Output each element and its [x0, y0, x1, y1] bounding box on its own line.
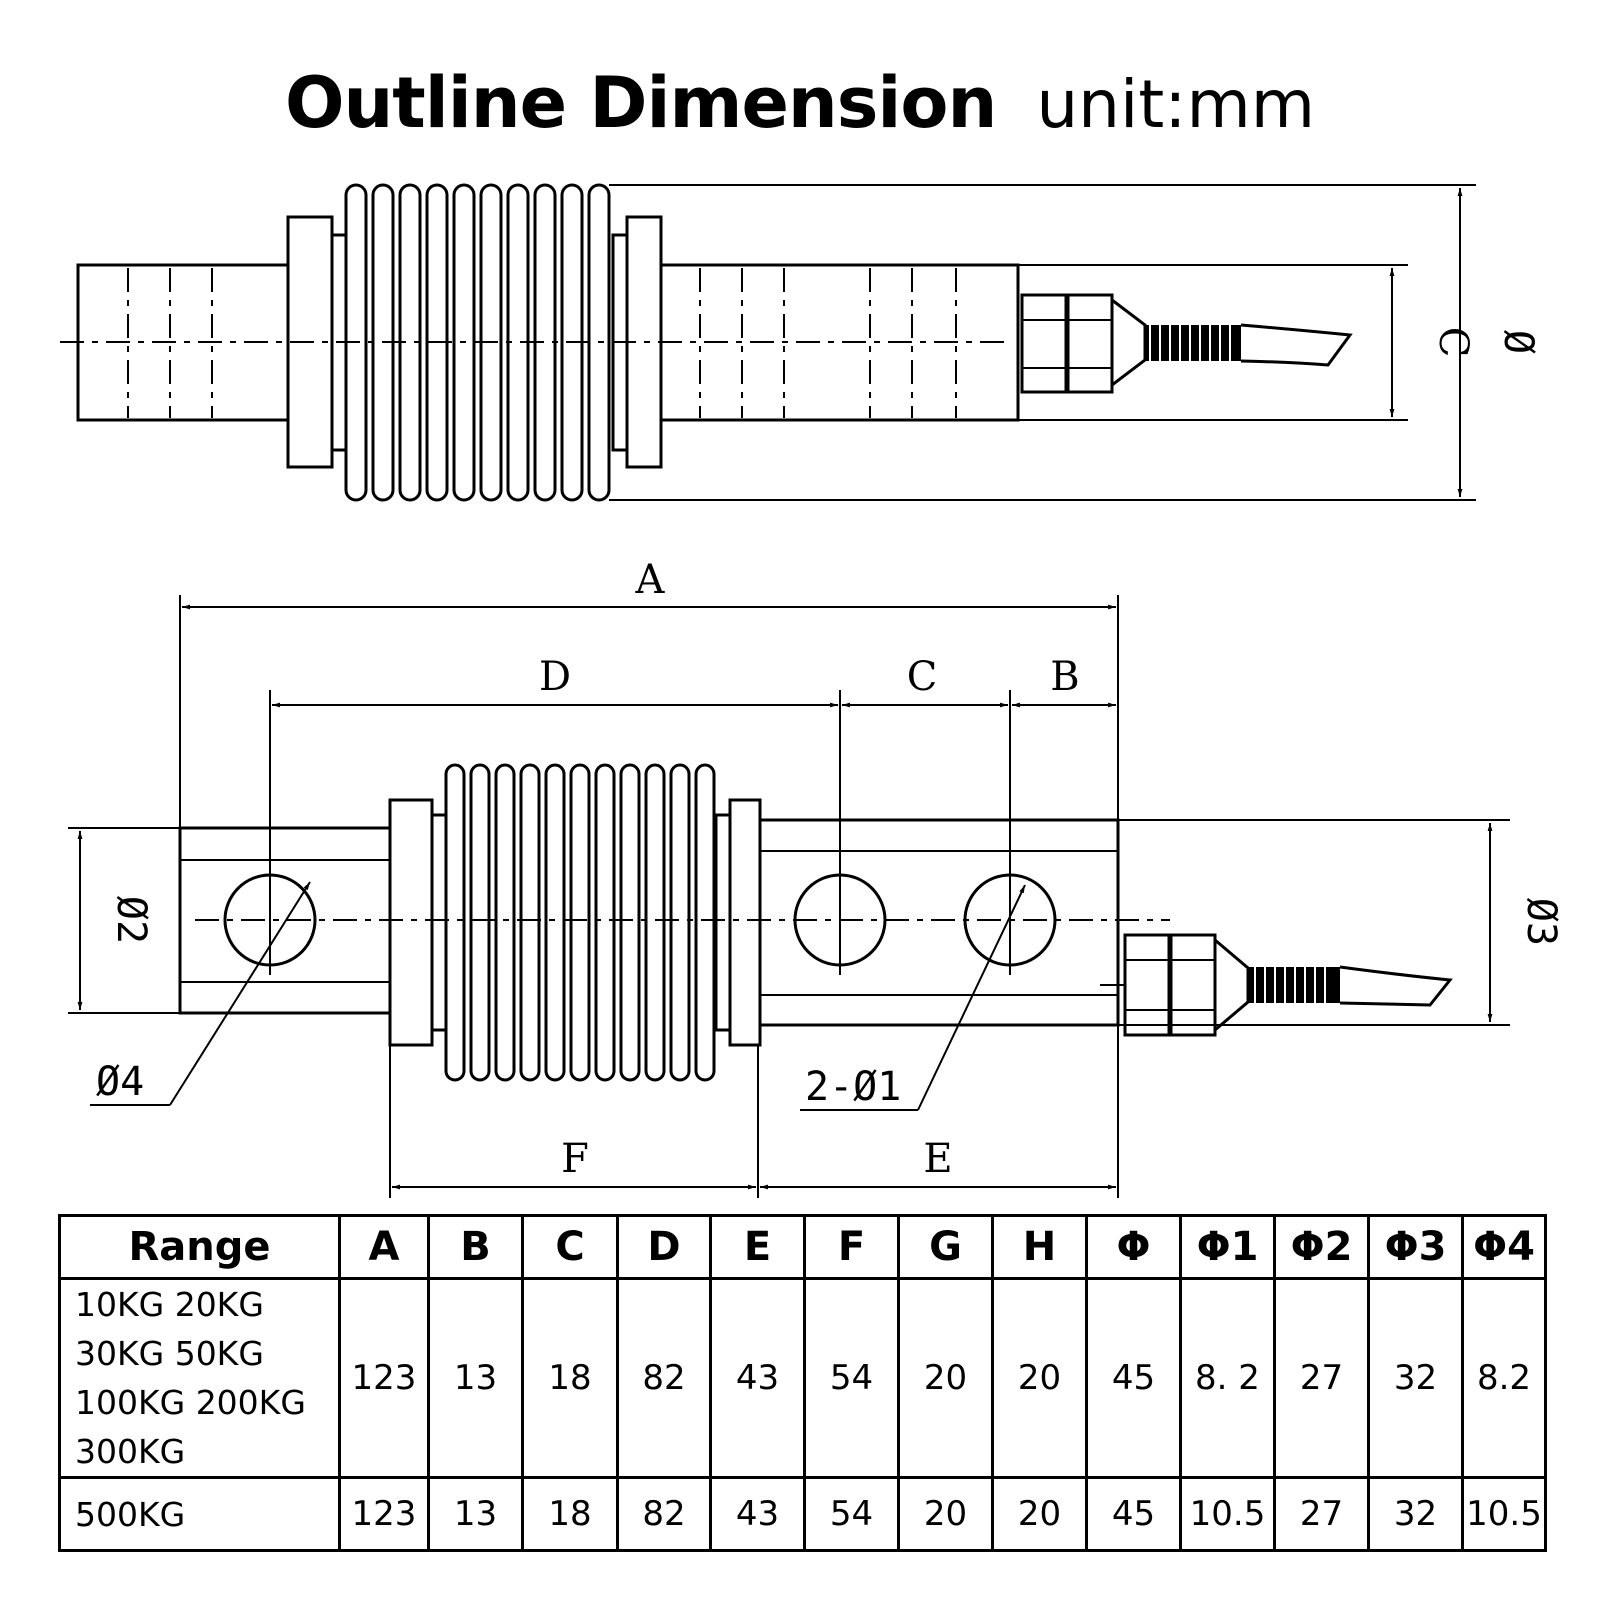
value-cell: 82: [616, 1476, 712, 1552]
range-line: 10KG 20KG: [75, 1285, 264, 1324]
table-row: 10KG 20KG 30KG 50KG 100KG 200KG 300KG 12…: [58, 1277, 1547, 1479]
range-cell: 500KG: [58, 1476, 341, 1552]
front-right-flange: [728, 798, 762, 1047]
value-cell: 20: [897, 1476, 994, 1552]
front-dim-b-label: B: [1050, 654, 1079, 700]
header-phi2: Φ2: [1273, 1214, 1370, 1280]
side-dim-c-label: C: [1430, 327, 1476, 358]
value-cell: 32: [1367, 1277, 1464, 1479]
value-cell: 123: [338, 1277, 430, 1479]
title-unit: unit:mm: [1036, 66, 1316, 143]
header-a: A: [338, 1214, 430, 1280]
front-view: A D C B F E Ø2 Ø3 Ø4 2-Ø1: [68, 557, 1564, 1198]
header-range: Range: [58, 1214, 341, 1280]
header-phi1: Φ1: [1179, 1214, 1276, 1280]
value-cell: 27: [1273, 1277, 1370, 1479]
title-main: Outline Dimension: [284, 62, 997, 144]
header-e: E: [709, 1214, 806, 1280]
range-line: 500KG: [75, 1494, 186, 1534]
front-dim-phi3-label: Ø3: [1518, 898, 1564, 946]
spec-table: Range A B C D E F G H Φ Φ1 Φ2 Φ3 Φ4 10KG…: [58, 1214, 1547, 1552]
value-cell: 54: [803, 1476, 900, 1552]
range-line: 100KG 200KG: [75, 1383, 306, 1422]
header-phi4: Φ4: [1461, 1214, 1547, 1280]
value-cell: 13: [427, 1277, 524, 1479]
value-cell: 8.2: [1461, 1277, 1547, 1479]
value-cell: 18: [521, 1277, 619, 1479]
value-cell: 32: [1367, 1476, 1464, 1552]
front-cable-gland: [1100, 933, 1453, 1037]
front-dim-phi2-label: Ø2: [108, 896, 154, 944]
range-line: 300KG: [75, 1432, 186, 1471]
range-line: 30KG 50KG: [75, 1334, 264, 1373]
header-h: H: [991, 1214, 1088, 1280]
front-left-flange: [388, 798, 434, 1047]
value-cell: 10.5: [1461, 1476, 1547, 1552]
value-cell: 18: [521, 1476, 619, 1552]
front-dim-phi4-label: Ø4: [96, 1059, 144, 1105]
value-cell: 43: [709, 1277, 806, 1479]
header-d: D: [616, 1214, 712, 1280]
table-header-row: Range A B C D E F G H Φ Φ1 Φ2 Φ3 Φ4: [58, 1214, 1547, 1280]
value-cell: 20: [991, 1476, 1088, 1552]
value-cell: 27: [1273, 1476, 1370, 1552]
value-cell: 43: [709, 1476, 806, 1552]
front-dim-f-label: F: [561, 1136, 589, 1182]
side-dim-phi-label: Ø: [1495, 330, 1541, 354]
header-phi: Φ: [1085, 1214, 1182, 1280]
table-row: 500KG 123 13 18 82 43 54 20 20 45 10.5 2…: [58, 1476, 1547, 1552]
header-g: G: [897, 1214, 994, 1280]
side-cable-gland: [1020, 293, 1353, 394]
value-cell: 13: [427, 1476, 524, 1552]
value-cell: 45: [1085, 1277, 1182, 1479]
front-dim-2phi1-label: 2-Ø1: [805, 1064, 901, 1110]
front-dim-c-label: C: [907, 654, 938, 700]
range-cell: 10KG 20KG 30KG 50KG 100KG 200KG 300KG: [58, 1277, 341, 1479]
value-cell: 10.5: [1179, 1476, 1276, 1552]
header-c: C: [521, 1214, 619, 1280]
diagram-title: Outline Dimension unit:mm: [0, 62, 1600, 162]
header-f: F: [803, 1214, 900, 1280]
value-cell: 20: [991, 1277, 1088, 1479]
value-cell: 8. 2: [1179, 1277, 1276, 1479]
front-right-beam: [758, 818, 1120, 1027]
front-dim-a-label: A: [635, 557, 666, 603]
header-phi3: Φ3: [1367, 1214, 1464, 1280]
value-cell: 45: [1085, 1476, 1182, 1552]
front-dim-e-label: E: [923, 1136, 952, 1182]
front-bellows: [444, 763, 716, 1082]
value-cell: 54: [803, 1277, 900, 1479]
value-cell: 20: [897, 1277, 994, 1479]
header-b: B: [427, 1214, 524, 1280]
value-cell: 123: [338, 1476, 430, 1552]
front-dim-d-label: D: [539, 654, 571, 700]
value-cell: 82: [616, 1277, 712, 1479]
side-view: C Ø: [60, 183, 1541, 502]
